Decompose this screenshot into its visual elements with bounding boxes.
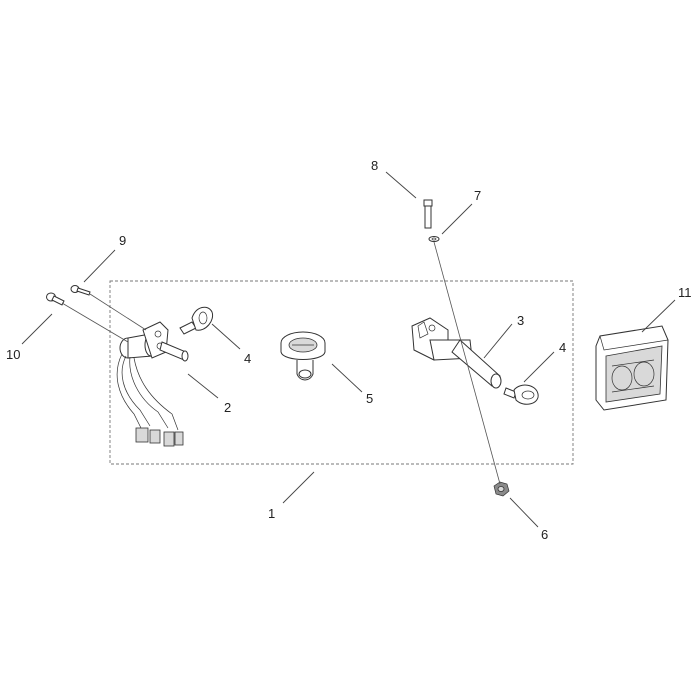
assembly-line [61, 302, 129, 343]
callout-7: 7 [474, 188, 481, 203]
callout-4-left: 4 [244, 351, 251, 366]
leader-line-8 [385, 171, 417, 199]
leader-line-7 [441, 203, 473, 235]
callout-5: 5 [366, 391, 373, 406]
callout-11: 11 [678, 285, 692, 300]
assembly-line [433, 241, 501, 485]
fuel-cap-icon [280, 331, 326, 381]
kit-boundary-box [109, 280, 574, 465]
callout-3: 3 [517, 313, 524, 328]
callout-6: 6 [541, 527, 548, 542]
callout-4-right: 4 [559, 340, 566, 355]
leader-line-9 [83, 249, 116, 283]
assembly-line [89, 293, 147, 331]
bolt-icon [423, 199, 433, 229]
callout-10: 10 [6, 347, 20, 362]
callout-9: 9 [119, 233, 126, 248]
bolt-icon [46, 292, 65, 306]
leader-line-4a [211, 323, 241, 350]
leader-line-2 [187, 373, 219, 399]
leader-line-1 [282, 471, 315, 504]
leader-line-6 [509, 497, 539, 528]
washer-icon [428, 236, 440, 242]
callout-2: 2 [224, 400, 231, 415]
nut-icon [493, 481, 510, 497]
instruction-sheet-icon [595, 325, 669, 411]
ignition-switch-icon [116, 321, 189, 447]
leader-line-10 [21, 313, 53, 345]
screw-icon [70, 285, 91, 296]
callout-8: 8 [371, 158, 378, 173]
key-icon [503, 384, 539, 405]
leader-line-5 [331, 363, 363, 393]
callout-1: 1 [268, 506, 275, 521]
leader-line-4b [523, 351, 555, 383]
key-icon [179, 306, 214, 335]
leader-line-11 [641, 299, 676, 333]
leader-line-3 [483, 323, 513, 359]
